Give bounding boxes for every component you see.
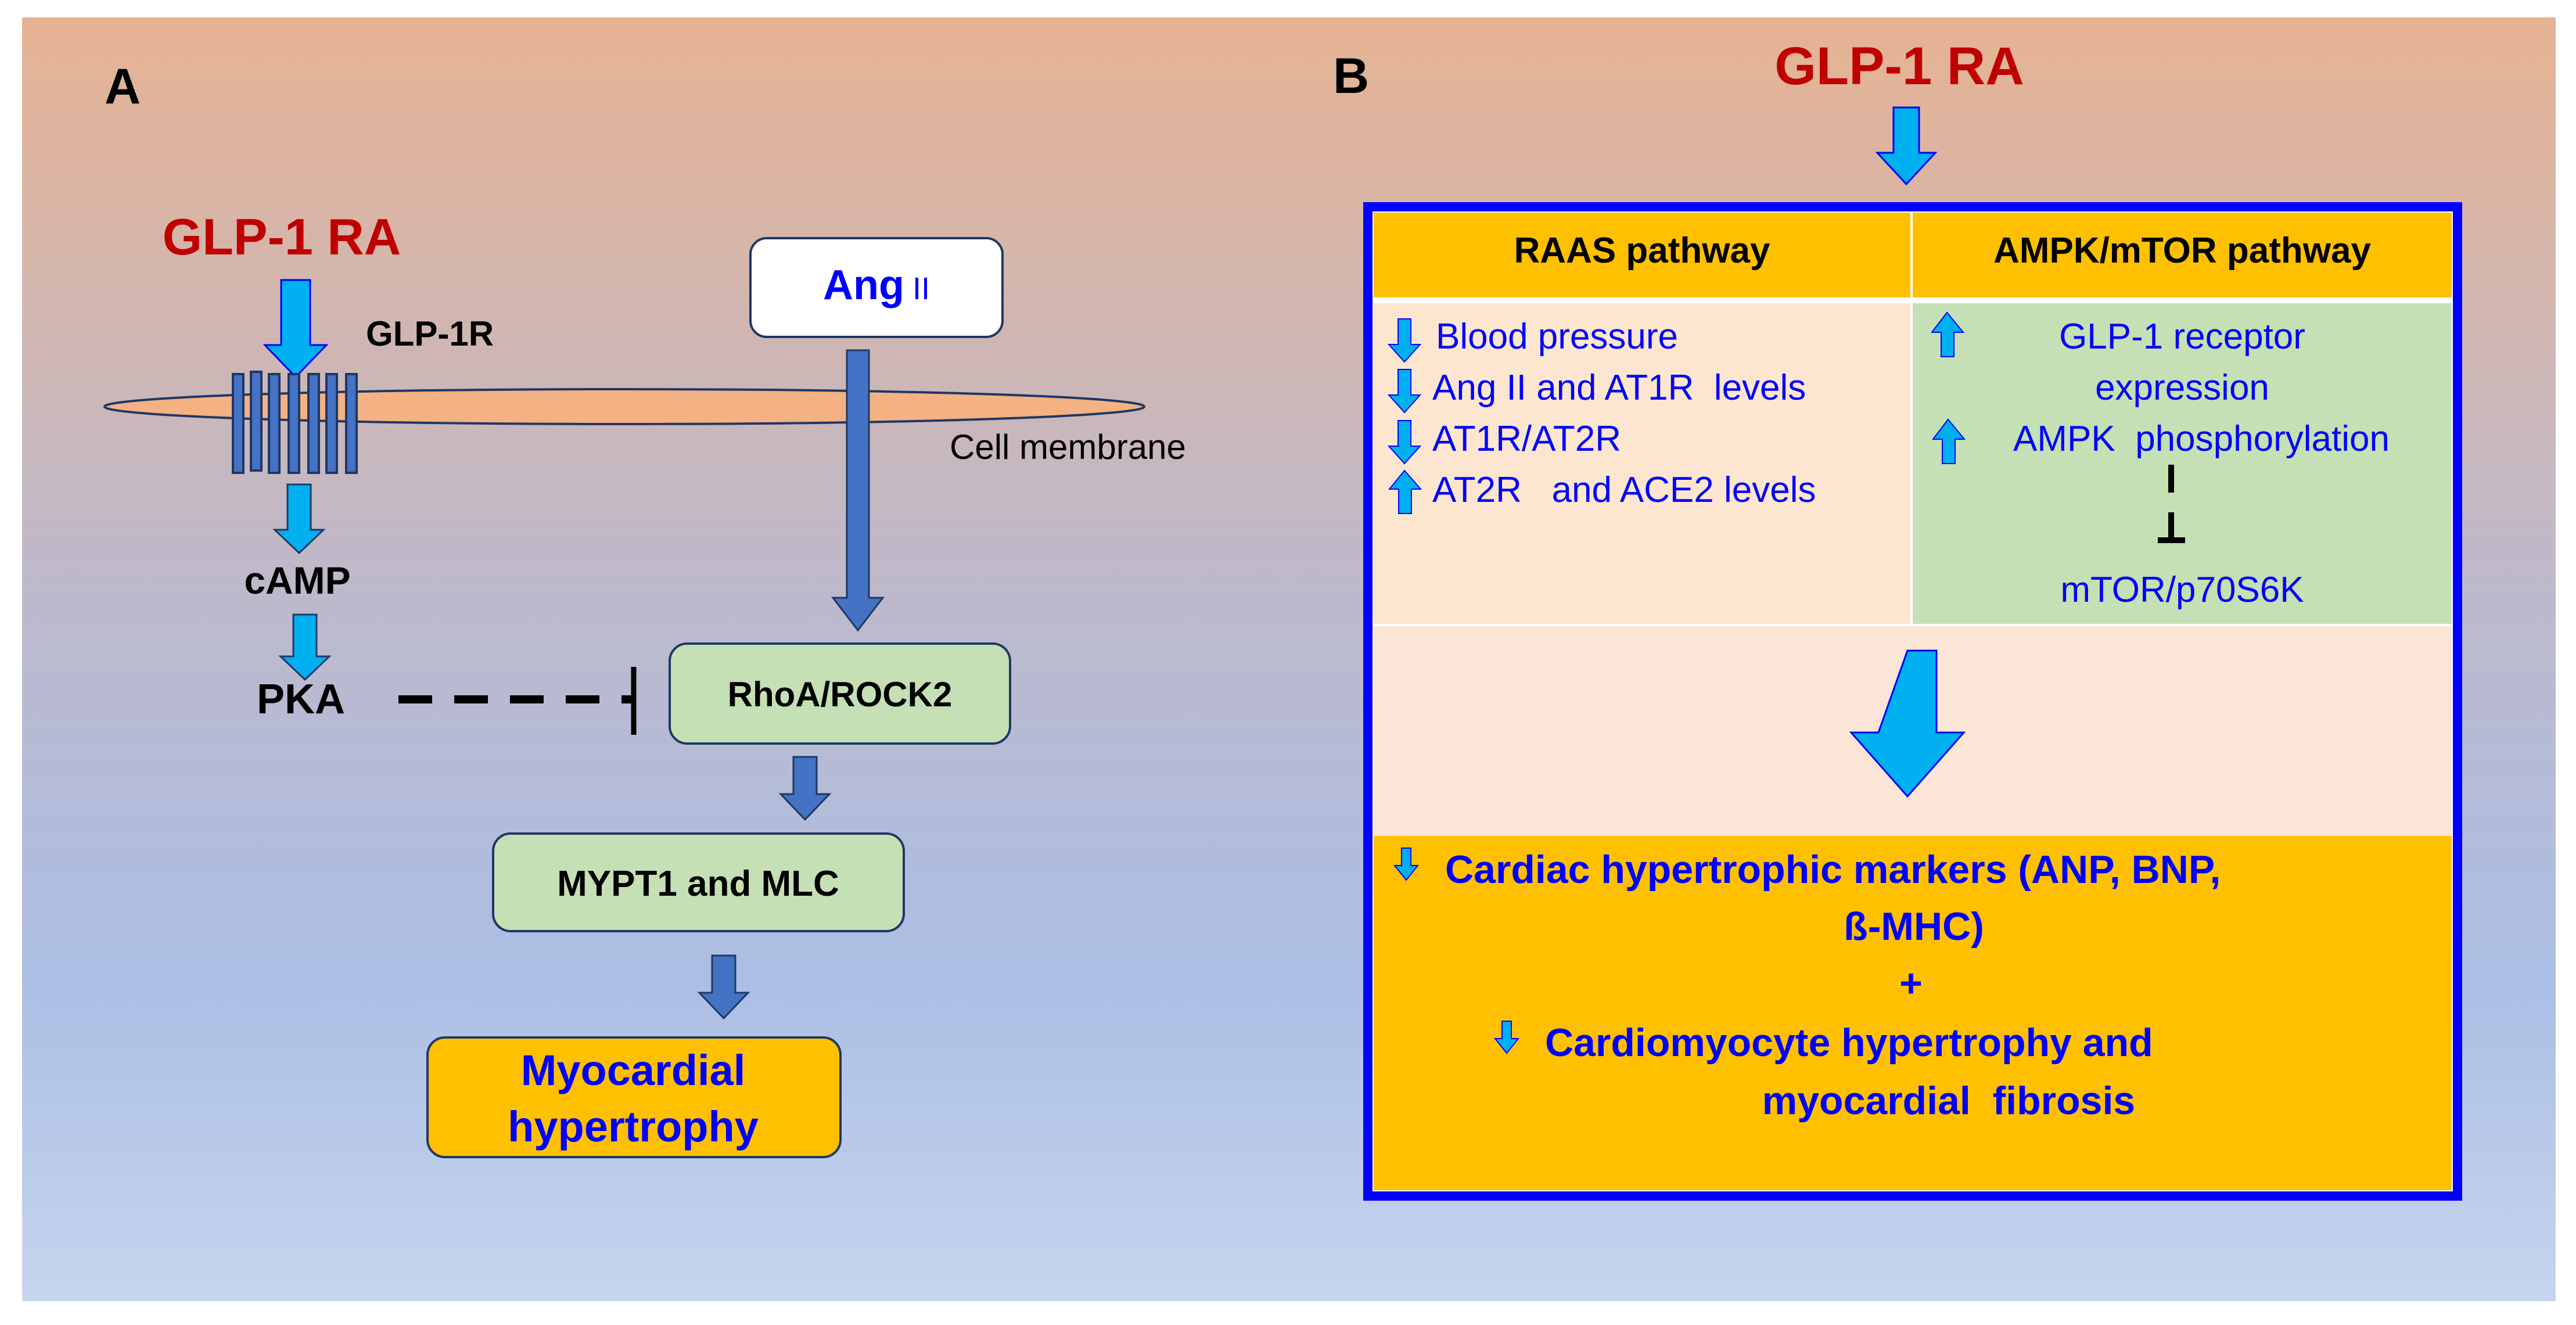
rhoa-rock2-label: RhoA/ROCK2 <box>728 675 953 714</box>
outcome-b-line-4: myocardial fibrosis <box>1762 1079 2135 1123</box>
panel-a: A GLP-1 RA GLP-1R Cell membrane cAMP PKA <box>103 59 1186 1158</box>
receptor-label: GLP-1R <box>366 314 494 353</box>
raas-item-text: Blood pressure <box>1436 317 1678 357</box>
cell-membrane-label: Cell membrane <box>950 428 1186 466</box>
panel-a-label: A <box>105 59 141 114</box>
arrow-up-icon <box>1930 311 1965 357</box>
arrow-down-icon <box>778 756 832 821</box>
raas-item: AT2R and ACE2 levels <box>1388 469 1816 514</box>
ampk-item-text-cont: expression <box>2095 368 2269 408</box>
cell-membrane <box>103 388 1145 425</box>
outcome-b-line-2: ß-MHC) <box>1844 904 1984 949</box>
arrow-down-icon <box>1387 369 1422 414</box>
pka-label: PKA <box>257 676 345 723</box>
ampk-target-label: mTOR/p70S6K <box>2060 570 2304 610</box>
drug-label-b: GLP-1 RA <box>1774 37 2024 96</box>
arrow-down-icon <box>1387 318 1422 363</box>
ampk-item-text: AMPK phosphorylation <box>2013 419 2390 459</box>
raas-item-text: Ang II and AT1R levels <box>1432 368 1806 408</box>
arrow-up-icon <box>1931 418 1966 464</box>
raas-item-text: AT2R and ACE2 levels <box>1432 470 1816 510</box>
camp-label: cAMP <box>244 559 350 602</box>
panel-b-label: B <box>1333 48 1369 104</box>
outcome-b-line-3: Cardiomyocyte hypertrophy and <box>1545 1021 2153 1065</box>
ampk-cell <box>1913 303 2452 624</box>
ang-label: Ang <box>823 262 904 308</box>
arrow-down-icon <box>263 279 329 379</box>
table-header-raas <box>1374 213 1910 297</box>
raas-item: Blood pressure <box>1387 317 1678 363</box>
table-header-ampk <box>1913 213 2452 297</box>
panel-b: B GLP-1 RA RAAS pathway AMPK/mTOR pathwa… <box>1333 37 2462 1201</box>
arrow-down-icon <box>1387 420 1422 465</box>
ampk-item: GLP-1 receptor expression <box>1930 311 2305 408</box>
outcome-line-2: hypertrophy <box>508 1103 759 1151</box>
arrow-down-icon <box>278 613 332 681</box>
raas-item: AT1R/AT2R <box>1387 419 1621 465</box>
outcome-section <box>1374 836 2452 1190</box>
arrow-down-icon <box>1493 1021 1520 1054</box>
ang-suffix: II <box>912 271 930 306</box>
mypt1-mlc-box <box>492 832 905 932</box>
ang-ii-box <box>749 237 1004 338</box>
rhoa-rock2-box <box>669 642 1011 745</box>
arrow-up-icon <box>1388 469 1422 514</box>
raas-cell <box>1374 303 1910 624</box>
raas-item-text: AT1R/AT2R <box>1432 419 1621 459</box>
receptor-icon <box>232 371 358 474</box>
myocardial-hypertrophy-box <box>426 1036 842 1158</box>
arrow-down-icon <box>697 954 750 1020</box>
arrow-down-icon <box>1849 649 1966 798</box>
outcome-line-1: Myocardial <box>521 1046 746 1094</box>
outcome-b-line-1: Cardiac hypertrophic markers (ANP, BNP, <box>1445 848 2221 892</box>
arrow-down-icon <box>1875 106 1938 186</box>
header-raas-label: RAAS pathway <box>1514 231 1770 271</box>
drug-label-a: GLP-1 RA <box>163 208 401 265</box>
arrow-down-icon <box>831 349 885 632</box>
arrow-down-icon <box>272 483 326 555</box>
ampk-item-text: GLP-1 receptor <box>2059 317 2305 357</box>
outcome-b-plus: + <box>1899 961 1923 1006</box>
raas-item: Ang II and AT1R levels <box>1387 368 1806 414</box>
arrow-down-icon <box>1393 848 1420 881</box>
mypt1-mlc-label: MYPT1 and MLC <box>557 864 839 904</box>
header-ampk-label: AMPK/mTOR pathway <box>1993 231 2371 271</box>
ampk-item: AMPK phosphorylation <box>1931 418 2390 464</box>
